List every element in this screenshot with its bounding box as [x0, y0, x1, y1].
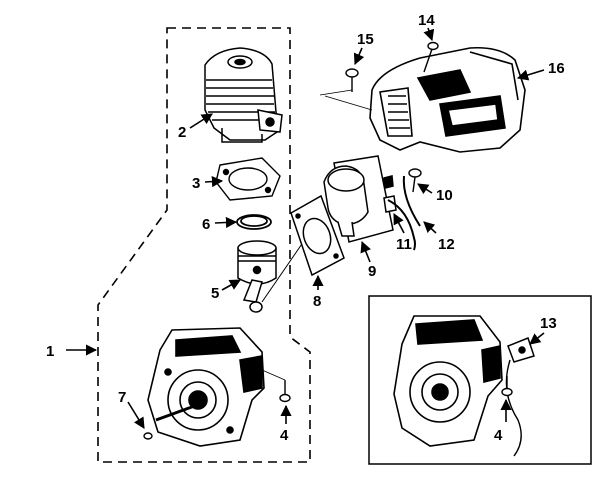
- ground-terminal: [505, 337, 535, 457]
- leader-3: [204, 176, 224, 188]
- woodruff-key: [143, 432, 153, 440]
- cylinder-gasket: [215, 157, 281, 201]
- callout-11: 11: [396, 236, 412, 253]
- callout-13: 13: [540, 315, 557, 332]
- piston-and-rod: [237, 237, 307, 313]
- bolt-leader-line: [319, 89, 353, 96]
- intake-gasket: [290, 194, 345, 277]
- callout-16: 16: [548, 60, 565, 77]
- callout-15: 15: [357, 31, 374, 48]
- leader-2: [189, 113, 213, 129]
- callout-9: 9: [368, 263, 376, 280]
- crankcase: [147, 327, 265, 447]
- spark-plug-lead-clip: [383, 175, 397, 213]
- leader-16: [516, 69, 545, 81]
- leader-5: [221, 279, 241, 291]
- screw: [408, 168, 422, 193]
- leader-15: [353, 47, 365, 66]
- callout-10: 10: [436, 187, 453, 204]
- leader-13: [529, 332, 545, 345]
- ignition-module: [323, 155, 394, 243]
- leader-7: [127, 401, 145, 429]
- leader-12: [423, 221, 437, 234]
- assembly-dashed-outline: [97, 27, 311, 463]
- cylinder: [204, 47, 283, 143]
- cover-screw: [423, 41, 439, 73]
- piston-ring: [236, 214, 272, 230]
- leader-9: [360, 240, 371, 263]
- callout-5: 5: [211, 285, 219, 302]
- leader-10: [417, 183, 433, 195]
- callout-12: 12: [438, 236, 455, 253]
- callout-6: 6: [202, 216, 210, 233]
- cover-bolt: [345, 68, 359, 92]
- leader-6: [214, 216, 238, 229]
- callout-14: 14: [418, 12, 435, 29]
- callout-1: 1: [46, 343, 54, 360]
- callout-7: 7: [118, 389, 126, 406]
- crankcase-screw: [279, 380, 291, 403]
- bolt-alignment-line: [324, 95, 373, 111]
- spark-plug-wire-2: [402, 175, 421, 227]
- leader-11: [393, 213, 405, 234]
- engine-shroud: [369, 46, 526, 153]
- inset-crankcase: [393, 315, 503, 447]
- crankcase-screw-leader: [261, 369, 286, 381]
- callout-4b: 4: [494, 427, 503, 444]
- inset-frame: [368, 295, 592, 465]
- callout-4a: 4: [280, 427, 289, 444]
- callout-3: 3: [192, 175, 200, 192]
- spark-plug-wire: [387, 199, 416, 251]
- callout-2: 2: [178, 124, 186, 141]
- inset-screw: [501, 376, 513, 397]
- leader-14: [423, 27, 435, 42]
- callout-8: 8: [313, 293, 321, 310]
